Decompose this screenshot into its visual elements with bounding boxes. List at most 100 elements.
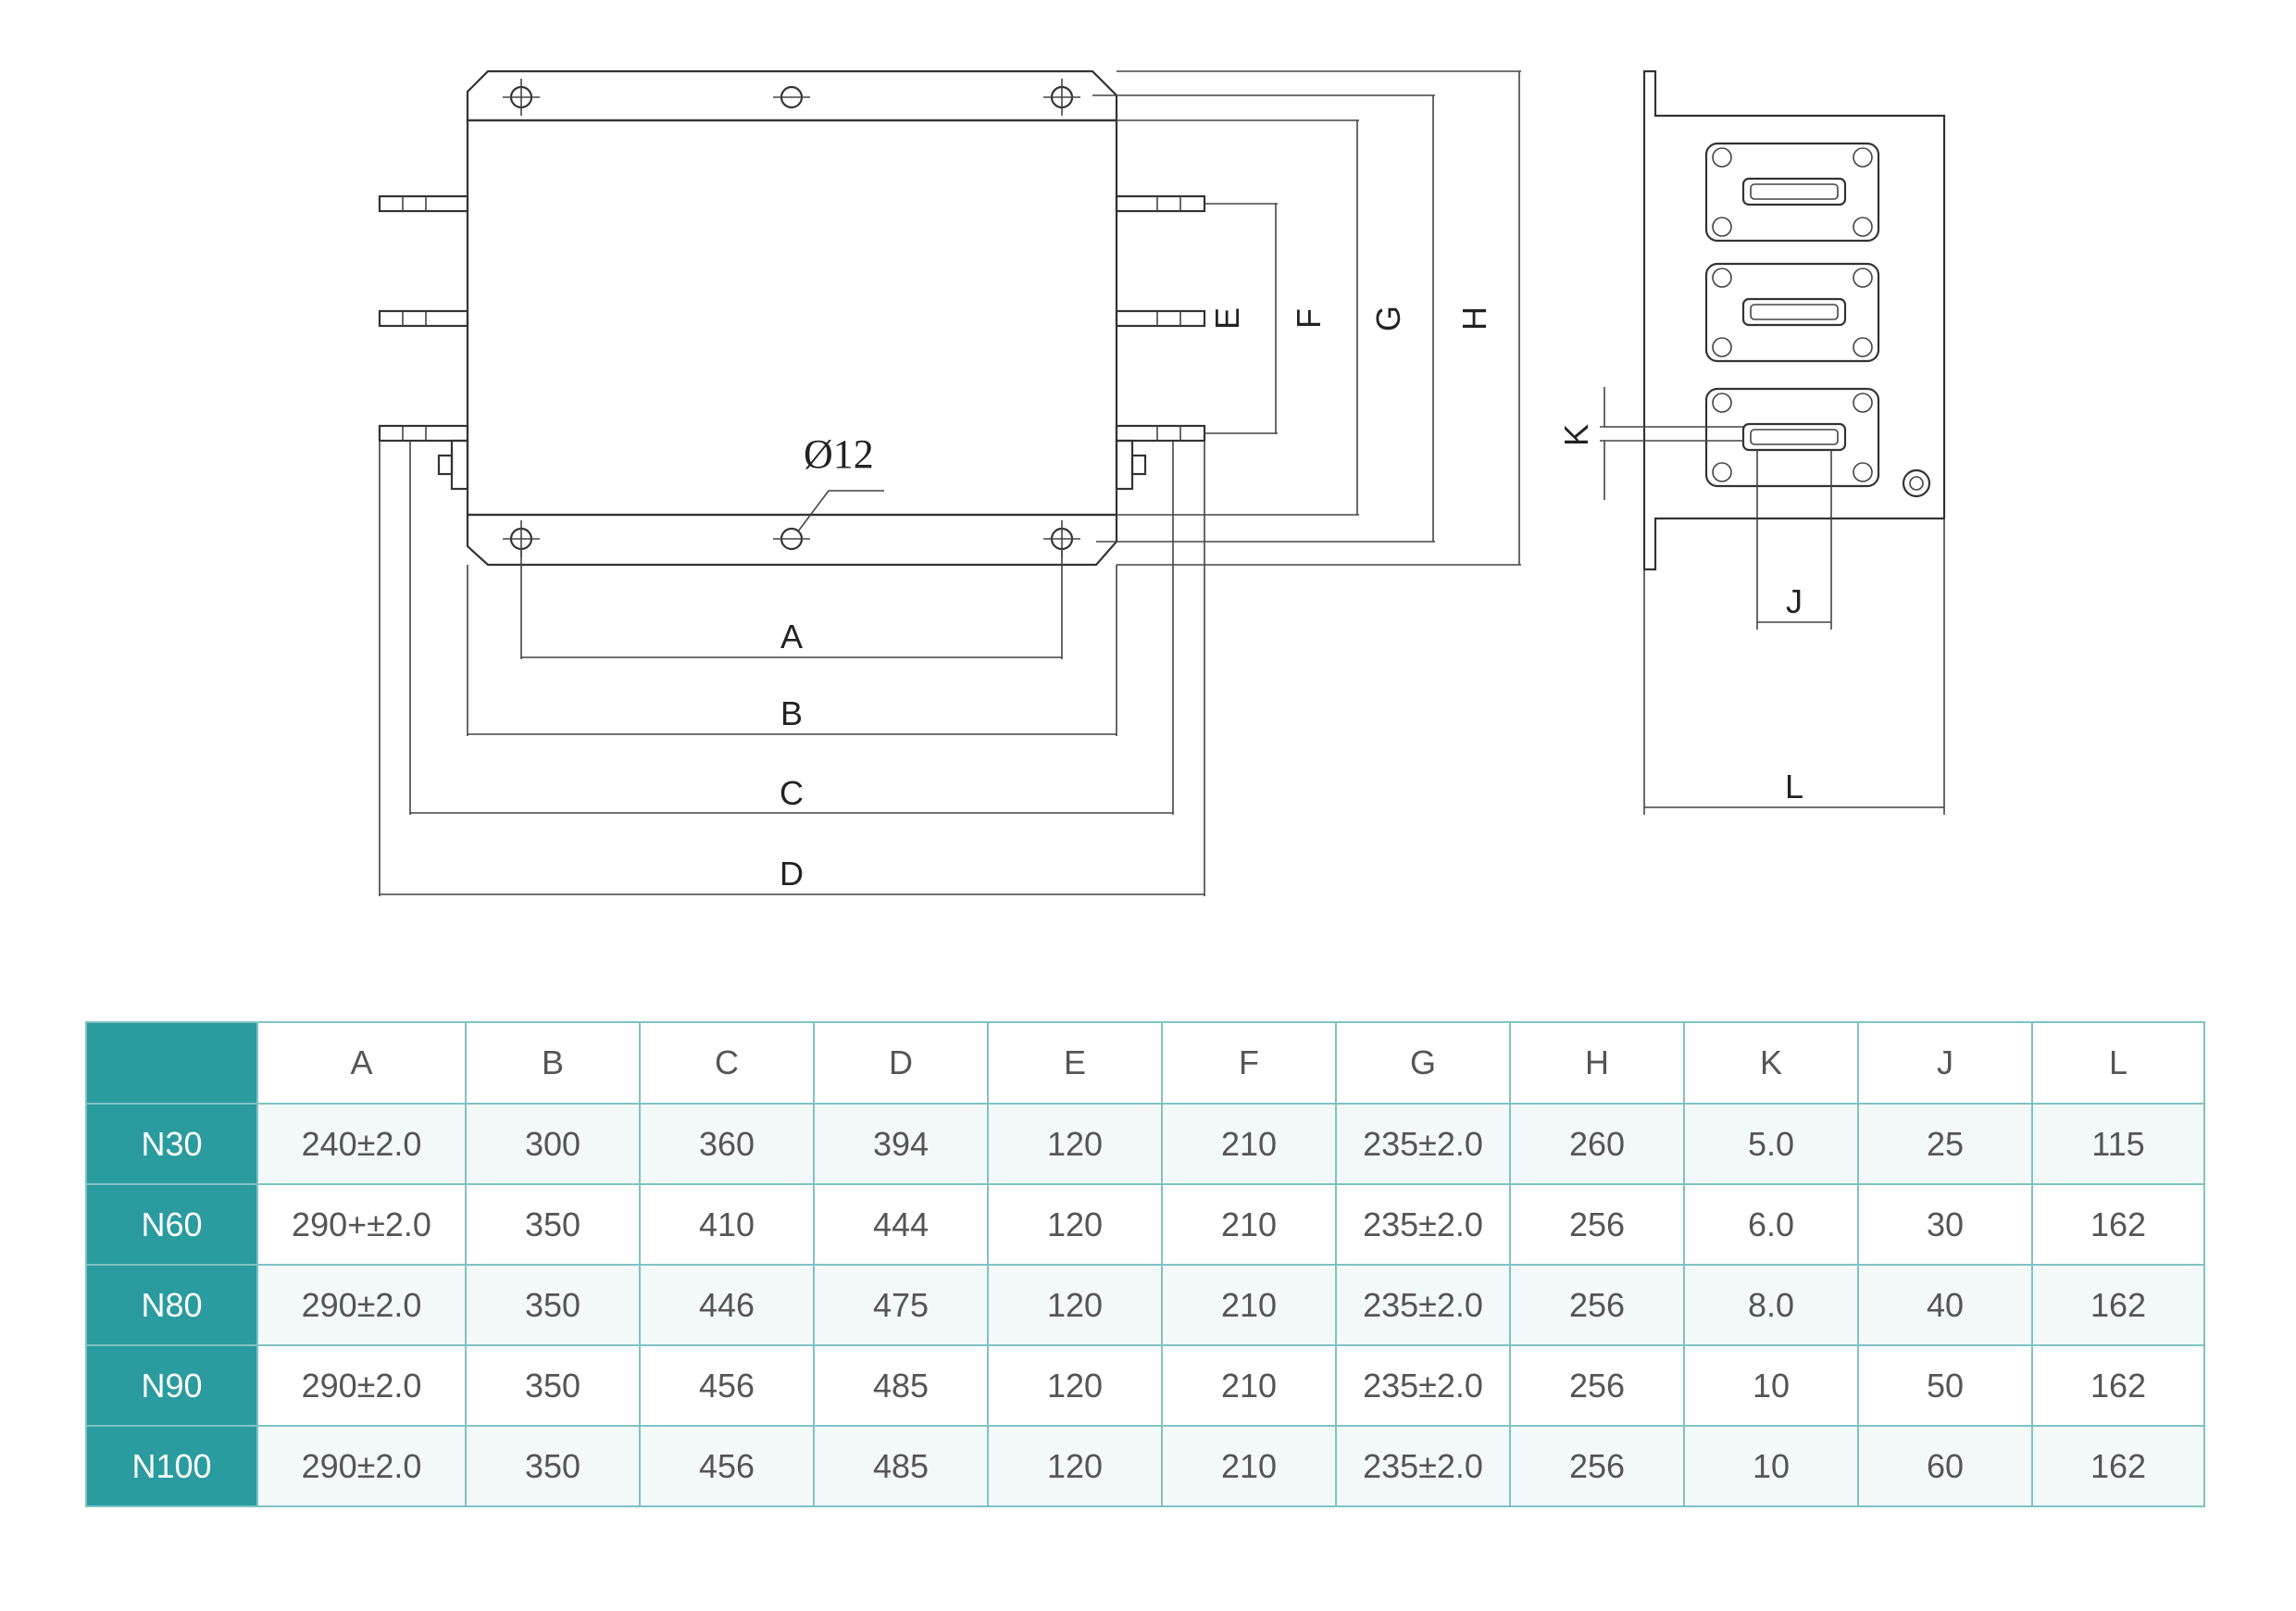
ground-stud: [1902, 468, 1931, 498]
table-cell: 235±2.0: [1335, 1344, 1511, 1427]
table-cell: 210: [1161, 1183, 1337, 1266]
header-corner: [85, 1021, 258, 1105]
table-cell: 235±2.0: [1335, 1425, 1511, 1507]
table-cell: 456: [639, 1344, 815, 1427]
table-cell: 456: [639, 1425, 815, 1507]
hole-marker: [773, 527, 810, 551]
column-header: E: [987, 1021, 1163, 1105]
model-cell: N80: [85, 1264, 258, 1346]
column-header: K: [1683, 1021, 1859, 1105]
dim-label-h: H: [1455, 306, 1493, 331]
model-cell: N100: [85, 1425, 258, 1507]
table-cell: 162: [2031, 1425, 2205, 1507]
table-cell: 5.0: [1683, 1103, 1859, 1185]
table-cell: 260: [1509, 1103, 1685, 1185]
table-cell: 444: [813, 1183, 989, 1266]
table-cell: 10: [1683, 1425, 1859, 1507]
table-row: N100 290±2.0 350 456 485 120 210 235±2.0…: [85, 1425, 2205, 1507]
table-cell: 235±2.0: [1335, 1183, 1511, 1266]
column-header: B: [465, 1021, 641, 1105]
table-cell: 235±2.0: [1335, 1264, 1511, 1346]
table-cell: 350: [465, 1344, 641, 1427]
model-cell: N30: [85, 1103, 258, 1185]
table-cell: 360: [639, 1103, 815, 1185]
column-header: A: [256, 1021, 467, 1105]
dimension-lines: [380, 71, 1520, 895]
left-terminals: [378, 194, 469, 491]
front-view: A B C D E F G H Ø12: [378, 69, 1521, 896]
table-cell: 40: [1857, 1264, 2033, 1346]
technical-drawing: A B C D E F G H Ø12: [378, 69, 1946, 896]
column-header: D: [813, 1021, 989, 1105]
table-cell: 10: [1683, 1344, 1859, 1427]
table-cell: 290±2.0: [256, 1344, 467, 1427]
bottom-flange: [466, 513, 1118, 567]
table-cell: 60: [1857, 1425, 2033, 1507]
top-flange: [466, 69, 1118, 122]
table-cell: 210: [1161, 1344, 1337, 1427]
table-cell: 350: [465, 1183, 641, 1266]
dim-label-b: B: [780, 694, 803, 732]
table-row: N60 290+±2.0 350 410 444 120 210 235±2.0…: [85, 1183, 2205, 1266]
table-cell: 50: [1857, 1344, 2033, 1427]
table-cell: 290+±2.0: [256, 1183, 467, 1266]
filter-body: [466, 119, 1118, 517]
table-cell: 290±2.0: [256, 1425, 467, 1507]
column-header: L: [2031, 1021, 2205, 1105]
table-cell: 210: [1161, 1425, 1337, 1507]
column-header: J: [1857, 1021, 2033, 1105]
right-terminals: [1115, 194, 1206, 491]
table-cell: 475: [813, 1264, 989, 1346]
model-cell: N90: [85, 1344, 258, 1427]
table-cell: 485: [813, 1425, 989, 1507]
dim-label-f: F: [1290, 308, 1328, 329]
table-cell: 120: [987, 1264, 1163, 1346]
terminal-block: [1704, 387, 1880, 488]
mounting-holes: [503, 79, 1080, 557]
table-cell: 162: [2031, 1344, 2205, 1427]
hole-leader: [797, 490, 830, 532]
table-cell: 162: [2031, 1264, 2205, 1346]
dim-label-c: C: [780, 774, 804, 812]
table-cell: 256: [1509, 1425, 1685, 1507]
table-cell: 235±2.0: [1335, 1103, 1511, 1185]
dim-label-a: A: [780, 618, 803, 656]
dim-label-l: L: [1785, 768, 1803, 806]
table-cell: 210: [1161, 1103, 1337, 1185]
table-cell: 290±2.0: [256, 1264, 467, 1346]
hole-marker: [773, 85, 810, 109]
table-cell: 162: [2031, 1183, 2205, 1266]
table-cell: 6.0: [1683, 1183, 1859, 1266]
table-cell: 394: [813, 1103, 989, 1185]
table-cell: 350: [465, 1264, 641, 1346]
dim-label-g: G: [1369, 306, 1407, 331]
column-header: C: [639, 1021, 815, 1105]
table-cell: 256: [1509, 1264, 1685, 1346]
table-cell: 446: [639, 1264, 815, 1346]
table-cell: 120: [987, 1183, 1163, 1266]
table-cell: 120: [987, 1425, 1163, 1507]
side-view: K J L: [1557, 69, 1946, 815]
table-cell: 30: [1857, 1183, 2033, 1266]
table-row: N80 290±2.0 350 446 475 120 210 235±2.0 …: [85, 1264, 2205, 1346]
column-header: G: [1335, 1021, 1511, 1105]
dim-label-e: E: [1208, 307, 1246, 330]
dim-label-j: J: [1786, 582, 1803, 620]
table-cell: 210: [1161, 1264, 1337, 1346]
table-row: N90 290±2.0 350 456 485 120 210 235±2.0 …: [85, 1344, 2205, 1427]
table-header-row: A B C D E F G H K J L: [85, 1021, 2205, 1105]
table-cell: 240±2.0: [256, 1103, 467, 1185]
dimension-table: A B C D E F G H K J L N30 240±2.0 300 36…: [85, 1021, 2205, 1507]
table-cell: 115: [2031, 1103, 2205, 1185]
table-cell: 120: [987, 1103, 1163, 1185]
extension-lines: [379, 70, 1521, 896]
table-cell: 300: [465, 1103, 641, 1185]
terminal-block: [1704, 262, 1880, 363]
model-cell: N60: [85, 1183, 258, 1266]
side-profile: [1642, 69, 1946, 571]
dim-label-k: K: [1557, 424, 1595, 446]
terminal-block: [1704, 142, 1880, 243]
column-header: H: [1509, 1021, 1685, 1105]
table-cell: 256: [1509, 1183, 1685, 1266]
table-cell: 120: [987, 1344, 1163, 1427]
